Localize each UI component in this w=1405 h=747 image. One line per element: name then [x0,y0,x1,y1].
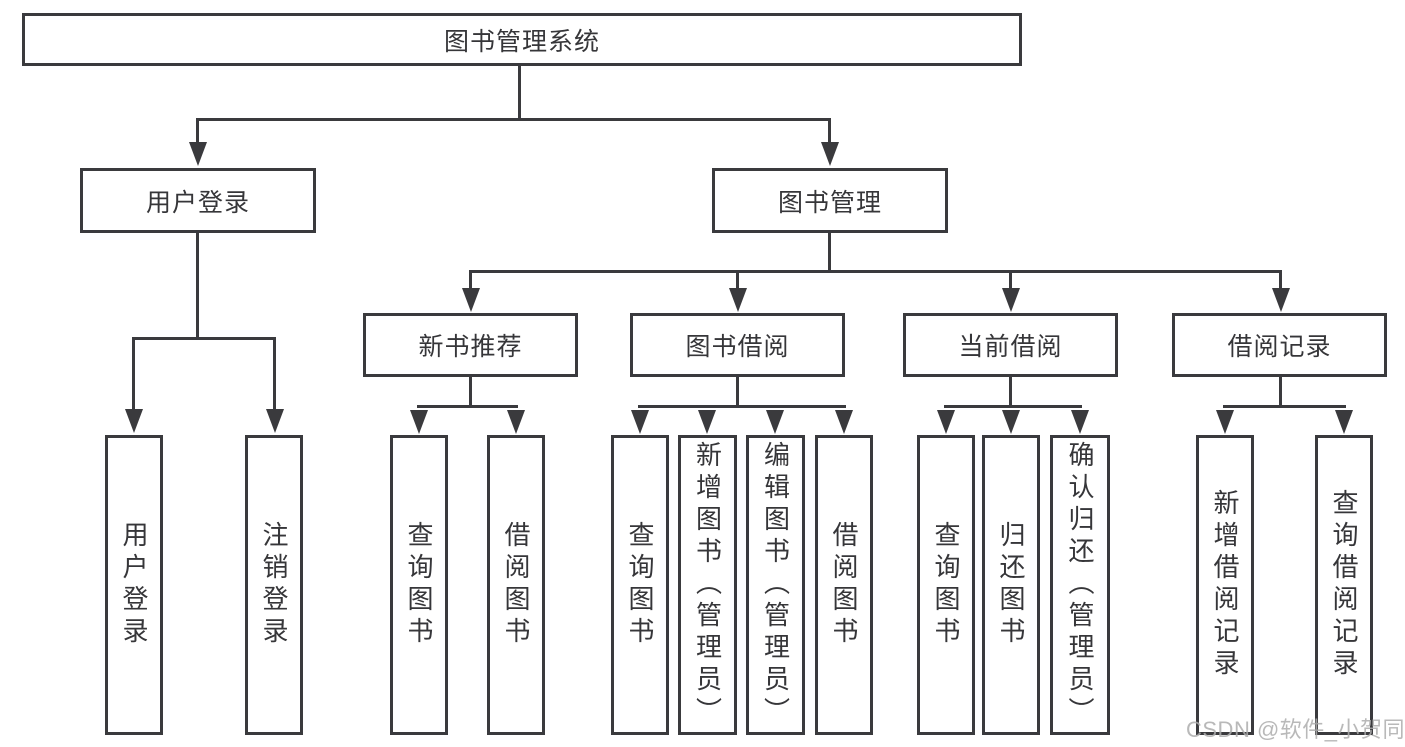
connector-book-management-rail [469,270,1282,273]
leaf-logout-label: 注销登录 [259,521,289,649]
arrowhead-edit-books [766,410,784,434]
leaf-newbook-borrow-books-label: 借阅图书 [501,521,531,649]
node-current-borrowing: 当前借阅 [903,313,1118,377]
arrowhead-borrow-query [631,410,649,434]
leaf-return-books-label: 归还图书 [996,521,1026,649]
leaf-newbook-query-books: 查询图书 [390,435,448,735]
leaf-user-login-label: 用户登录 [119,521,149,649]
connector-arrow-shaft-new-book [469,270,472,292]
leaf-add-borrow-record-label: 新增借阅记录 [1210,489,1240,681]
arrowhead-add-books [698,410,716,434]
leaf-newbook-borrow-books: 借阅图书 [487,435,545,735]
connector-borrowing-records-stem [1279,377,1282,405]
leaf-add-books-admin: 新增图书（管理员） [678,435,737,735]
node-root-label: 图书管理系统 [443,27,600,56]
leaf-edit-books-admin-label: 编辑图书（管理员） [760,441,791,729]
leaf-add-borrow-record: 新增借阅记录 [1196,435,1254,735]
connector-new-book-stem [469,377,472,405]
arrowhead-newbook-query [410,410,428,434]
leaf-confirm-return-admin: 确认归还（管理员） [1050,435,1110,735]
connector-borrowing-records-rail [1223,405,1346,408]
arrowhead-current-borrowing [1002,288,1020,312]
leaf-confirm-return-admin-label: 确认归还（管理员） [1065,441,1095,729]
arrowhead-user-login [189,142,207,166]
node-user-login-label: 用户登录 [145,188,250,217]
leaf-borrow-query-books-label: 查询图书 [625,521,655,649]
arrowhead-borrow-books [835,410,853,434]
arrowhead-leaf-user-login [125,409,143,433]
arrowhead-leaf-logout [266,409,284,433]
arrowhead-book-management [821,142,839,166]
node-root: 图书管理系统 [22,13,1022,66]
node-book-management-label: 图书管理 [777,188,882,217]
csdn-watermark: CSDN @软件_小贺同学 [1186,717,1405,742]
node-borrowing-records: 借阅记录 [1172,313,1387,377]
arrowhead-borrowing-records [1272,288,1290,312]
leaf-add-books-admin-label: 新增图书（管理员） [692,441,723,729]
connector-current-borrowing-stem [1009,377,1012,405]
node-current-borrowing-label: 当前借阅 [958,333,1063,361]
arrowhead-confirm-return [1071,410,1089,434]
connector-arrow-shaft-book-management [828,118,831,146]
node-book-borrowing: 图书借阅 [630,313,845,377]
node-new-book-recommend: 新书推荐 [363,313,578,377]
leaf-current-query-books: 查询图书 [917,435,975,735]
arrowhead-query-record [1335,410,1353,434]
node-book-management: 图书管理 [712,168,948,233]
leaf-query-borrow-record-label: 查询借阅记录 [1329,489,1359,681]
arrowhead-add-record [1216,410,1234,434]
connector-current-borrowing-rail [944,405,1082,408]
node-borrowing-records-label: 借阅记录 [1227,333,1332,361]
connector-book-management-stem [828,233,831,273]
connector-book-borrowing-rail [638,405,846,408]
leaf-borrow-borrow-books-label: 借阅图书 [829,521,859,649]
connector-arrow-shaft-book-borrowing [736,270,739,292]
node-new-book-recommend-label: 新书推荐 [418,333,523,361]
connector-user-login-stem [196,233,199,337]
node-user-login: 用户登录 [80,168,316,233]
connector-arrow-shaft-leaf-user-login [132,337,135,413]
leaf-user-login: 用户登录 [105,435,163,735]
leaf-edit-books-admin: 编辑图书（管理员） [746,435,805,735]
arrowhead-current-query [937,410,955,434]
leaf-newbook-query-books-label: 查询图书 [404,521,434,649]
leaf-borrow-borrow-books: 借阅图书 [815,435,873,735]
connector-root-rail [197,118,831,121]
connector-book-borrowing-stem [736,377,739,405]
leaf-logout: 注销登录 [245,435,303,735]
arrowhead-return-books [1002,410,1020,434]
arrowhead-newbook-borrow [507,410,525,434]
connector-arrow-shaft-current-borrowing [1009,270,1012,292]
leaf-query-borrow-record: 查询借阅记录 [1315,435,1373,735]
node-book-borrowing-label: 图书借阅 [685,333,790,361]
connector-user-login-rail [132,337,276,340]
leaf-current-query-books-label: 查询图书 [931,521,961,649]
connector-arrow-shaft-borrowing-records [1279,270,1282,292]
connector-new-book-rail [417,405,518,408]
connector-root-stem [518,64,521,118]
connector-arrow-shaft-user-login [196,118,199,146]
leaf-borrow-query-books: 查询图书 [611,435,669,735]
arrowhead-new-book [462,288,480,312]
connector-arrow-shaft-leaf-logout [273,337,276,413]
arrowhead-book-borrowing [729,288,747,312]
leaf-return-books: 归还图书 [982,435,1040,735]
